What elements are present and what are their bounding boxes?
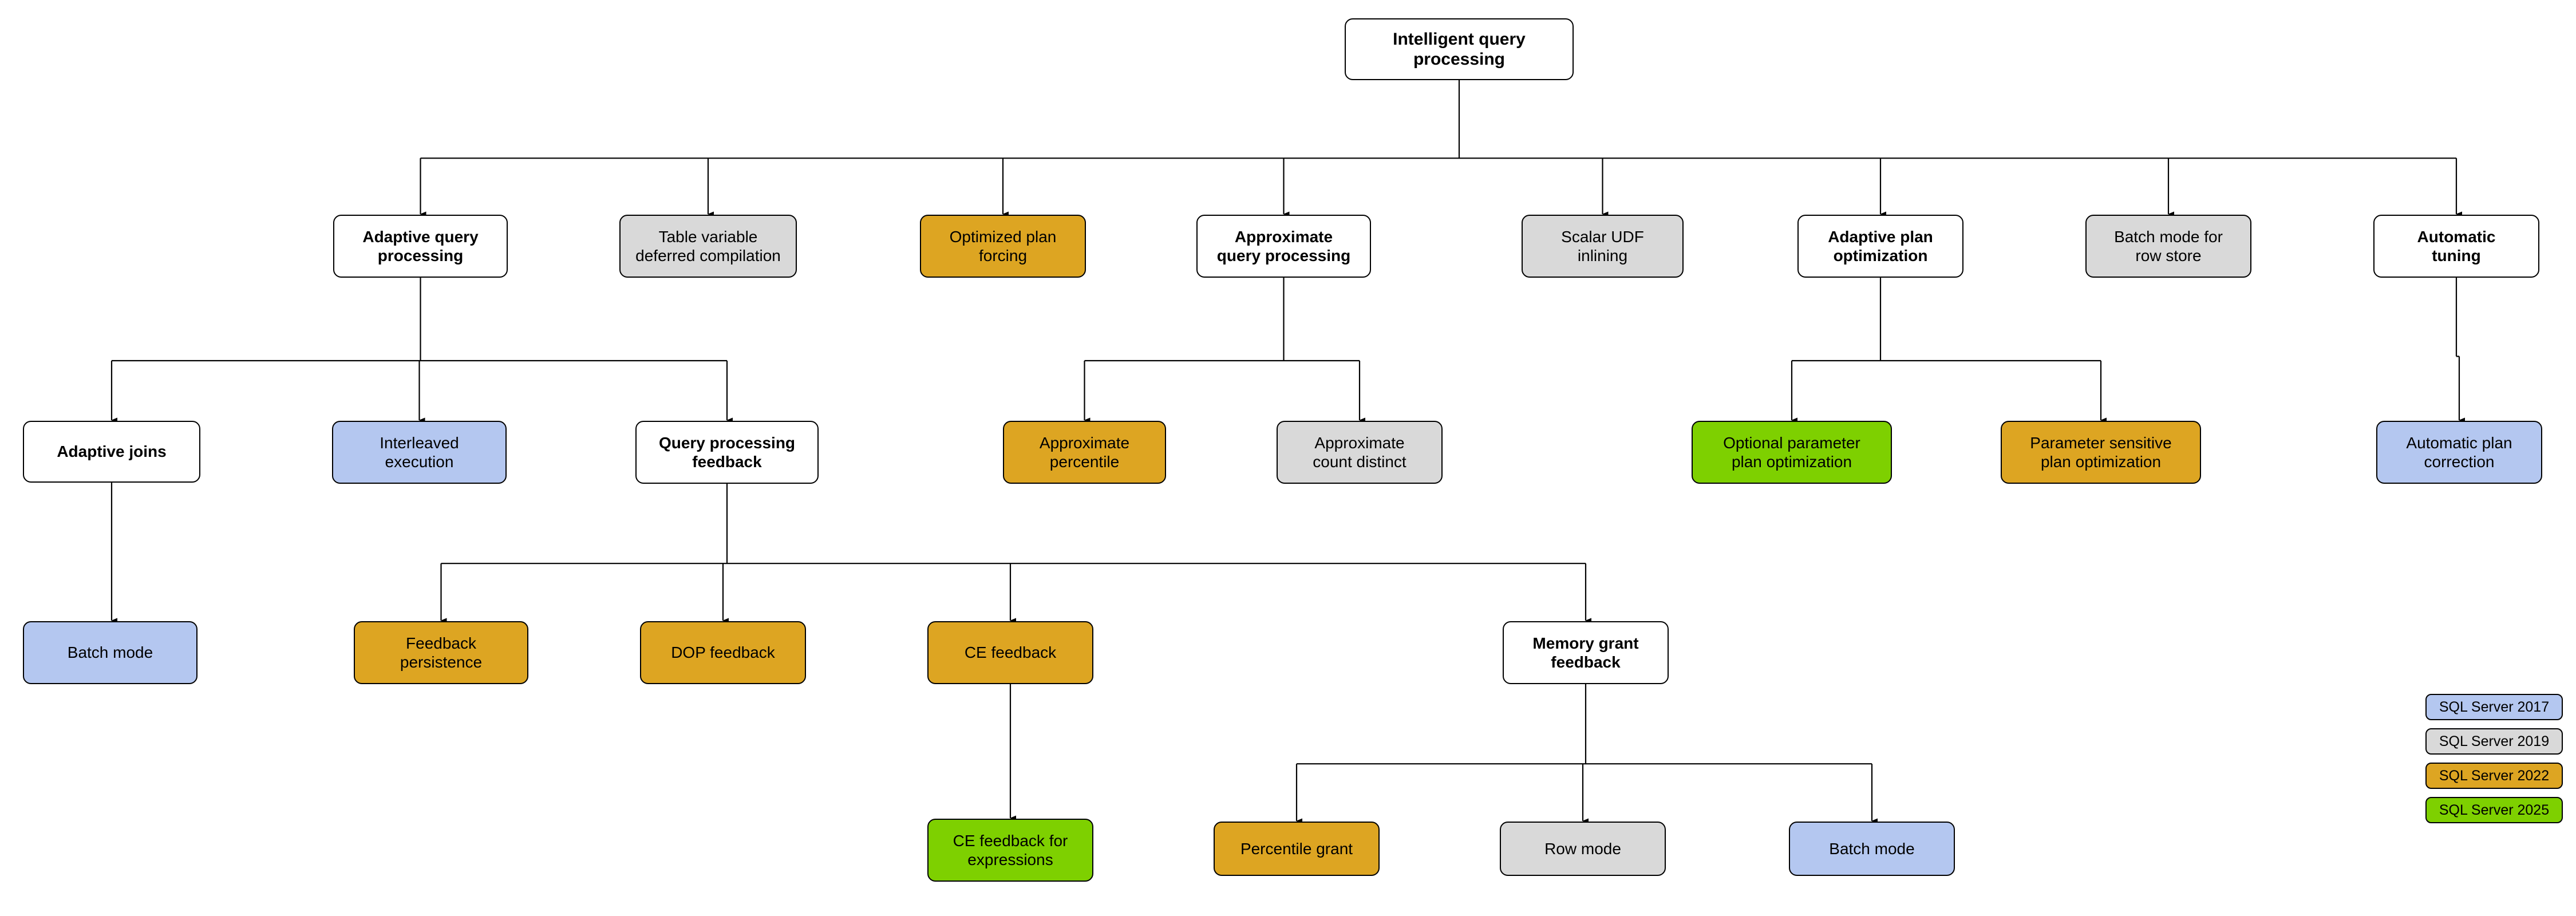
node-udf[interactable]: Scalar UDF inlining — [1522, 215, 1684, 278]
node-tvdc[interactable]: Table variable deferred compilation — [619, 215, 797, 278]
node-opf[interactable]: Optimized plan forcing — [920, 215, 1086, 278]
node-autotune[interactable]: Automatic tuning — [2373, 215, 2539, 278]
node-label: Query processing feedback — [658, 433, 796, 471]
node-approxqp[interactable]: Approximate query processing — [1196, 215, 1371, 278]
node-approxcount[interactable]: Approximate count distinct — [1277, 421, 1443, 484]
legend-item-sql-server-2017: SQL Server 2017 — [2425, 694, 2563, 720]
node-apc[interactable]: Automatic plan correction — [2376, 421, 2542, 484]
node-label: Approximate percentile — [1039, 433, 1130, 471]
node-label: Memory grant feedback — [1532, 634, 1639, 671]
node-label: Row mode — [1544, 839, 1621, 858]
node-label: DOP feedback — [671, 643, 775, 662]
node-qpfeedback[interactable]: Query processing feedback — [635, 421, 819, 484]
node-label: Batch mode — [1829, 839, 1915, 858]
node-label: Batch mode for row store — [2114, 227, 2223, 264]
legend-item-sql-server-2022: SQL Server 2022 — [2425, 763, 2563, 789]
node-label: Interleaved execution — [380, 433, 459, 471]
node-label: Adaptive plan optimization — [1828, 227, 1933, 264]
node-adaptivejoins[interactable]: Adaptive joins — [23, 421, 200, 483]
node-batchmode2[interactable]: Batch mode — [1789, 822, 1955, 876]
legend-item-sql-server-2025: SQL Server 2025 — [2425, 797, 2563, 823]
node-root[interactable]: Intelligent query processing — [1345, 18, 1574, 80]
node-label: Approximate count distinct — [1313, 433, 1406, 471]
node-label: Approximate query processing — [1216, 227, 1351, 264]
node-label: Intelligent query processing — [1393, 29, 1526, 69]
node-apo[interactable]: Adaptive plan optimization — [1797, 215, 1963, 278]
legend-item-label: SQL Server 2022 — [2439, 767, 2550, 784]
node-bmrowstore[interactable]: Batch mode for row store — [2085, 215, 2251, 278]
node-fbpersist[interactable]: Feedback persistence — [354, 621, 528, 684]
node-approxpct[interactable]: Approximate percentile — [1003, 421, 1166, 484]
node-label: Automatic tuning — [2417, 227, 2496, 264]
node-interleaved[interactable]: Interleaved execution — [332, 421, 507, 484]
legend-item-sql-server-2019: SQL Server 2019 — [2425, 728, 2563, 755]
legend-item-label: SQL Server 2019 — [2439, 733, 2550, 749]
node-label: Automatic plan correction — [2406, 433, 2512, 471]
node-label: Feedback persistence — [400, 634, 483, 671]
node-pctgrant[interactable]: Percentile grant — [1214, 822, 1380, 876]
node-rowmode[interactable]: Row mode — [1500, 822, 1666, 876]
node-cefbexpr[interactable]: CE feedback for expressions — [927, 819, 1093, 882]
node-oppo[interactable]: Optional parameter plan optimization — [1692, 421, 1892, 484]
node-label: Adaptive query processing — [362, 227, 479, 264]
node-label: CE feedback for expressions — [953, 831, 1068, 868]
node-label: CE feedback — [964, 643, 1057, 662]
node-label: Parameter sensitive plan optimization — [2030, 433, 2172, 471]
node-batchmode1[interactable]: Batch mode — [23, 621, 197, 684]
node-label: Adaptive joins — [57, 443, 167, 461]
node-pspo[interactable]: Parameter sensitive plan optimization — [2001, 421, 2201, 484]
legend-item-label: SQL Server 2025 — [2439, 802, 2550, 818]
node-label: Scalar UDF inlining — [1561, 227, 1644, 264]
node-aqp[interactable]: Adaptive query processing — [333, 215, 508, 278]
node-label: Percentile grant — [1240, 839, 1353, 858]
node-label: Optimized plan forcing — [949, 227, 1057, 264]
node-memgrant[interactable]: Memory grant feedback — [1503, 621, 1669, 684]
node-dopfeedback[interactable]: DOP feedback — [640, 621, 806, 684]
node-cefeedback[interactable]: CE feedback — [927, 621, 1093, 684]
node-label: Batch mode — [67, 643, 153, 662]
node-label: Table variable deferred compilation — [635, 227, 781, 264]
node-label: Optional parameter plan optimization — [1723, 433, 1860, 471]
legend-item-label: SQL Server 2017 — [2439, 698, 2550, 715]
